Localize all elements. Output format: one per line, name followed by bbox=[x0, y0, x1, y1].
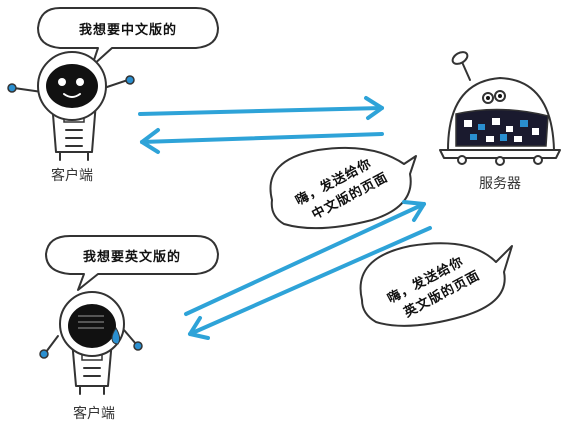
top-client-speech-bubble: 我想要中文版的 bbox=[37, 7, 219, 67]
bottom-client-speech-bubble: 我想要英文版的 bbox=[45, 235, 219, 291]
top-response-arrow bbox=[140, 128, 384, 154]
server-label: 服务器 bbox=[479, 176, 521, 192]
top-client-robot-icon bbox=[7, 51, 135, 161]
server-robot-icon bbox=[439, 51, 561, 166]
server-reply-chinese-bubble: 嗨，发送给你 中文版的页面 bbox=[269, 146, 417, 230]
bottom-response-arrow bbox=[188, 226, 432, 340]
top-client-label: 客户端 bbox=[51, 167, 93, 184]
bottom-client-speech-text: 我想要英文版的 bbox=[83, 249, 181, 265]
top-client-speech-text: 我想要中文版的 bbox=[79, 22, 177, 38]
bottom-client-label: 客户端 bbox=[73, 405, 115, 422]
bottom-request-arrow bbox=[184, 200, 426, 316]
bottom-client-robot-icon bbox=[39, 291, 143, 395]
top-request-arrow bbox=[138, 96, 384, 120]
server-reply-english-bubble: 嗨，发送给你 英文版的页面 bbox=[359, 242, 513, 327]
